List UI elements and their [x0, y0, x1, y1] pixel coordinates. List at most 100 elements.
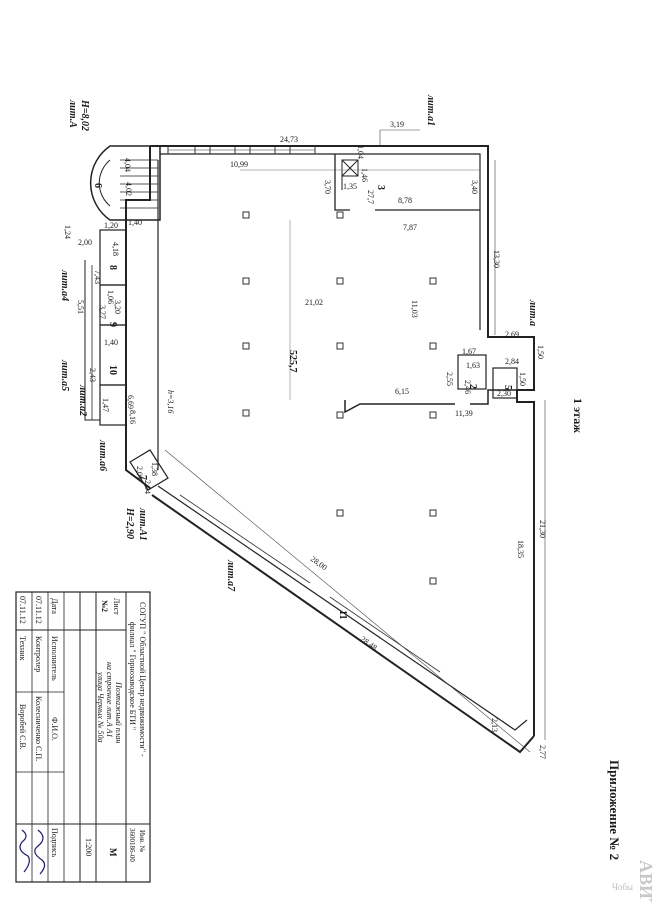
dim-1-47: 1,47: [101, 398, 110, 412]
room-3-number: 3: [375, 185, 386, 190]
stamp-title-line3: улица Черных № 50а: [96, 671, 105, 742]
dim-13-30: 13,30: [492, 250, 501, 268]
room-8-number: 8: [107, 265, 118, 270]
staircase-lit-a: [89, 145, 161, 221]
columns: [242, 211, 437, 585]
dim-8-16: 8,16: [128, 410, 137, 424]
dim-4-02: 4,02: [124, 182, 133, 196]
room-labels: 525,7 2 3 27,7 5 6 7 8 9 10 11: [92, 183, 513, 619]
dimension-labels: 24,73 10,99 3,19 1,04 3,70 1,46 1,35 8,7…: [63, 120, 547, 759]
stamp-col-sign: Подпись: [50, 828, 59, 858]
dim-7-87: 7,87: [403, 223, 417, 232]
diagonal-windows: [179, 494, 441, 673]
dim-3-27: 3,27: [98, 305, 107, 319]
label-lit-A1: лит.А1: [137, 507, 148, 541]
room-11-number: 11: [337, 610, 348, 619]
dim-1-24: 1,24: [63, 225, 72, 239]
dim-2-00: 2,00: [78, 238, 92, 247]
dim-10-99: 10,99: [230, 160, 248, 169]
room-10-number: 10: [107, 365, 118, 375]
stamp-col-name: Ф.И.О.: [50, 717, 59, 741]
stamp-org-line2: филиал " Горнозаводское БТИ ": [128, 622, 137, 730]
label-h-inner: h=3,16: [166, 390, 175, 413]
stamp-inv-label: Инв. №: [138, 830, 146, 853]
left-annex-rooms: [84, 229, 127, 426]
dim-1-40-b: 1,40: [104, 338, 118, 347]
label-lit-a6: лит.а6: [97, 439, 108, 471]
dim-1-46: 1,46: [360, 168, 369, 182]
dim-4-18: 4,18: [111, 242, 120, 256]
top-windows: [167, 146, 316, 154]
label-lit-a: лит.А: [67, 99, 78, 128]
dim-3-70: 3,70: [323, 180, 332, 194]
dim-1-35: 1,35: [343, 182, 357, 191]
stamp-row2-role: Техник: [18, 636, 27, 661]
dim-2-55: 2,55: [445, 372, 454, 386]
stamp-sheet-value: №2: [100, 600, 109, 612]
label-lit-a5: лит.а5: [59, 359, 70, 391]
dim-7-43: 7,43: [93, 270, 102, 284]
dim-1-38: 1,38: [150, 462, 159, 476]
label-lit-a4: лит.а4: [59, 269, 70, 301]
dim-24-73: 24,73: [280, 135, 298, 144]
dim-2-84: 2,84: [505, 357, 519, 366]
dimension-lines: [164, 129, 546, 753]
room-7-number: 7: [137, 475, 148, 480]
dim-21-02: 21,02: [305, 298, 323, 307]
room-9-number: 9: [107, 322, 118, 327]
building-walls: [125, 145, 535, 754]
attachment-title: Приложение № 2: [607, 760, 622, 860]
label-lit-a7: лит.а7: [225, 559, 236, 592]
dim-1-50-b: 1,50: [518, 372, 527, 386]
stamp-row2-date: 07.11.12: [18, 596, 27, 624]
dim-1-06: 1,06: [106, 290, 115, 304]
staircase-room-3: [341, 159, 359, 177]
stamp-scale-value: 1:200: [84, 838, 93, 856]
stamp-row1-role: Контролер: [34, 636, 43, 672]
dim-5-51: 5,51: [76, 300, 85, 314]
dim-6-15: 6,15: [395, 387, 409, 396]
room-1-area: 525,7: [287, 350, 298, 373]
dim-2-43: 2,43: [88, 368, 97, 382]
floor-label: 1 этаж: [571, 398, 585, 433]
dim-2-04: 2,04: [143, 480, 152, 494]
vestibule-room-7: [129, 449, 169, 491]
dim-2-30: 2,30: [497, 389, 511, 398]
stamp-scale-label: М: [108, 848, 118, 857]
signature-1: [34, 829, 46, 875]
dim-1-04: 1,04: [356, 145, 365, 159]
dim-8-78: 8,78: [398, 196, 412, 205]
room-5-number: 5: [502, 385, 513, 390]
dim-2-69: 2,69: [505, 330, 519, 339]
label-lit-a2: лит.а2: [77, 384, 88, 416]
stamp-col-date: Дата: [50, 598, 59, 614]
stamp-row1-date: 07.11.12: [34, 596, 43, 624]
dim-6-69: 6,69: [126, 395, 135, 409]
room-3-area: 27,7: [366, 190, 375, 204]
watermark-small: Чобы: [612, 882, 633, 892]
stamp-row2-name: Воробей С.В.: [18, 704, 27, 750]
label-lit-a1-top: лит.а1: [425, 94, 436, 126]
dim-1-67: 1,67: [462, 347, 476, 356]
structure-labels: лит.А H=8,02 лит.а1 лит.а4 лит.а5 лит.а2…: [59, 94, 538, 592]
dim-2-77: 2,77: [538, 745, 547, 759]
stamp-title-line2: на строение лит.А А1: [105, 662, 114, 738]
dim-1-40-a: 1,40: [128, 218, 142, 227]
dim-2-01: 2,01: [135, 466, 144, 480]
label-lit-a-right: лит.а: [527, 299, 538, 326]
room-6-number: 6: [92, 183, 103, 188]
dim-1-63: 1,63: [466, 361, 480, 370]
dim-21-30: 21,30: [538, 520, 547, 538]
dim-3-40: 3,40: [470, 180, 479, 194]
stamp-inv-number: 3600186-00: [128, 828, 136, 862]
label-h-a: H=8,02: [79, 99, 90, 131]
dim-18-35: 18,35: [516, 540, 525, 558]
room-2-number: 2: [467, 384, 478, 389]
dim-28-48: 28,48: [359, 634, 379, 652]
stamp-org-line1: СОГУП " Областной Центр недвижимости" -: [138, 602, 147, 757]
stamp-row1-name: Колесниченко С.П.: [34, 696, 43, 761]
dim-2-13: 2,13: [490, 718, 499, 732]
stamp-title-line1: Поэтажный план: [114, 681, 123, 743]
dim-3-20: 3,20: [113, 300, 122, 314]
